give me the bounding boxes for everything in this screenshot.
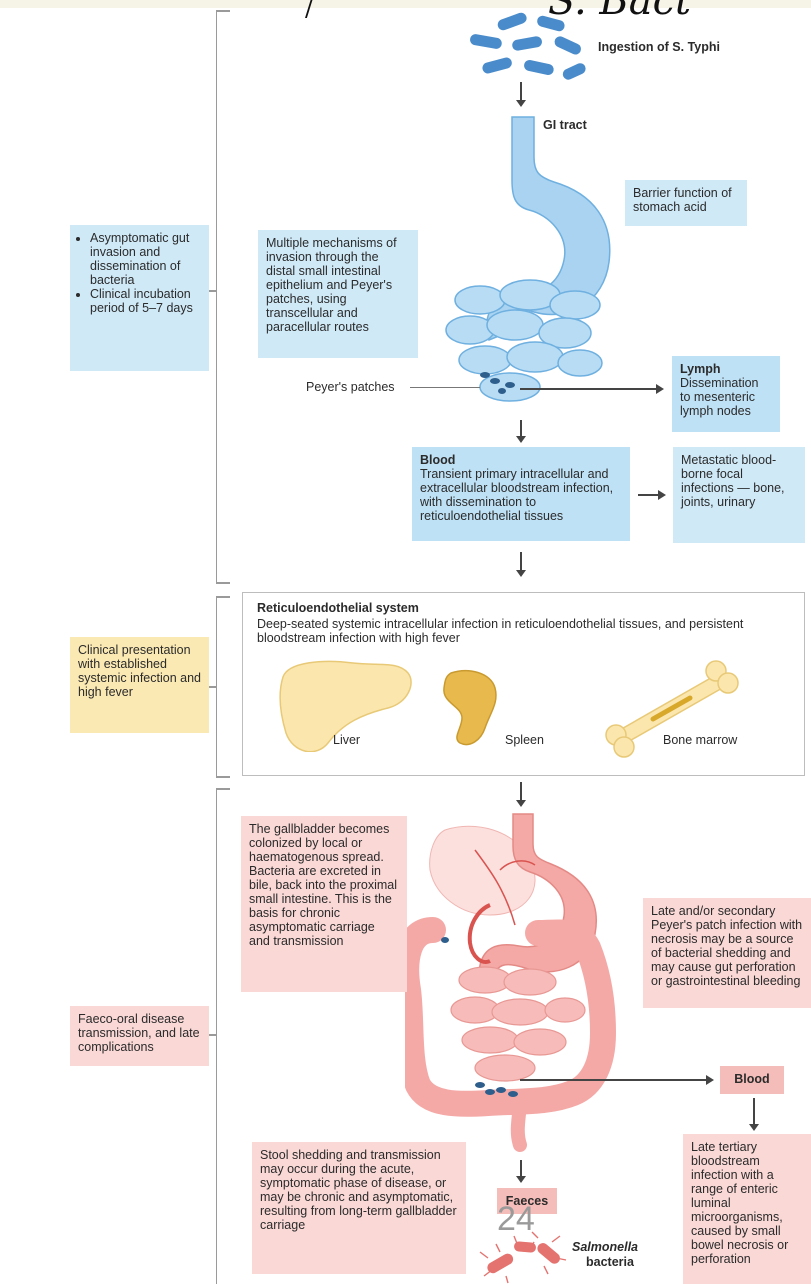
handwritten-mark: / (305, 0, 313, 22)
organ-label-bone-marrow: Bone marrow (663, 733, 737, 747)
salmonella-bacteria-icon (478, 1228, 573, 1284)
blood-box: Blood Transient primary intracellular an… (412, 447, 630, 541)
blood-late-box: Blood (720, 1066, 784, 1094)
blood-title: Blood (420, 453, 622, 467)
lymph-box: Lymph Dissemination to mesenteric lymph … (672, 356, 780, 432)
arrowhead (516, 800, 526, 807)
arrowhead (516, 100, 526, 107)
phase1-side-box: Asymptomatic gut invasion and disseminat… (70, 225, 209, 371)
arrowhead (516, 436, 526, 443)
late-peyer-box: Late and/or secondary Peyer's patch infe… (643, 898, 811, 1008)
bracket-tick (216, 596, 230, 598)
ingestion-label: Ingestion of S. Typhi (598, 40, 720, 54)
blood-text: Transient primary intracellular and extr… (420, 467, 622, 523)
reticuloendothelial-title: Reticuloendothelial system (257, 601, 419, 615)
arrowhead (516, 1176, 526, 1183)
reticuloendothelial-text: Deep-seated systemic intracellular infec… (257, 617, 792, 645)
gi-tract-complications-illustration (405, 810, 635, 1155)
bracket-tick (216, 10, 230, 12)
salmonella-label: Salmonella (572, 1240, 638, 1254)
reticuloendothelial-box: Reticuloendothelial system Deep-seated s… (242, 592, 805, 776)
peyers-leader-line (410, 387, 480, 388)
mechanisms-box: Multiple mechanisms of invasion through … (258, 230, 418, 358)
organ-label-liver: Liver (333, 733, 360, 747)
phase1-bullet: Asymptomatic gut invasion and disseminat… (90, 231, 201, 287)
arrowhead (656, 384, 664, 394)
peyers-patches-label: Peyer's patches (306, 380, 395, 394)
arrowhead (706, 1075, 714, 1085)
bracket-tick (216, 788, 230, 790)
arrowhead (749, 1124, 759, 1131)
lymph-text: Dissemination to mesenteric lymph nodes (680, 376, 772, 418)
bacteria-label: bacteria (586, 1255, 634, 1269)
bracket-tick (216, 582, 230, 584)
arrowhead (516, 570, 526, 577)
late-tertiary-box: Late tertiary bloodstream infection with… (683, 1134, 811, 1284)
phase2-side-box: Clinical presentation with established s… (70, 637, 209, 733)
bracket-tick (216, 776, 230, 778)
phase3-bracket (216, 788, 217, 1284)
bacteria-cluster-icon (462, 10, 592, 85)
stomach-acid-box: Barrier function of stomach acid (625, 180, 747, 226)
phase3-side-box: Faeco-oral disease transmission, and lat… (70, 1006, 209, 1066)
phase1-bracket (216, 10, 217, 582)
lymph-title: Lymph (680, 362, 772, 376)
gi-tract-illustration (440, 115, 640, 410)
arrow-to-lymph (520, 388, 660, 390)
metastatic-box: Metastatic blood-borne focal infections … (673, 447, 805, 543)
gallbladder-box: The gallbladder becomes colonized by loc… (241, 816, 407, 992)
spleen-icon (439, 665, 509, 755)
arrowhead (658, 490, 666, 500)
arrow-to-blood (520, 1079, 710, 1081)
organ-label-spleen: Spleen (505, 733, 544, 747)
stool-box: Stool shedding and transmission may occu… (252, 1142, 466, 1274)
phase1-bullet: Clinical incubation period of 5–7 days (90, 287, 201, 315)
